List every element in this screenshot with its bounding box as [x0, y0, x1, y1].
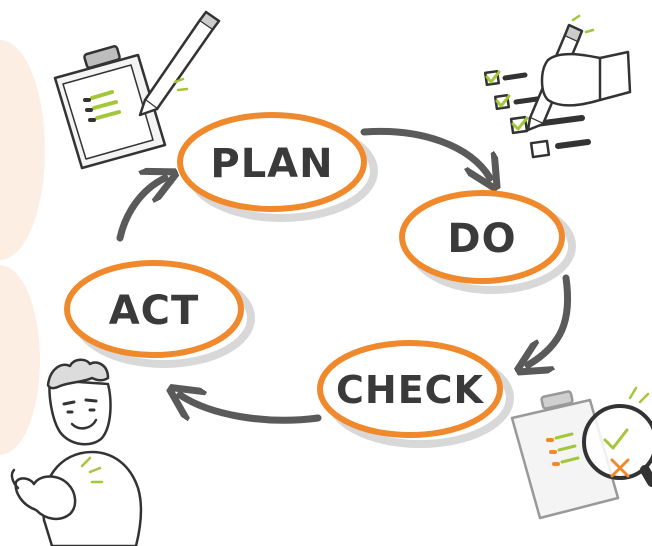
arrow-act-to-plan [116, 178, 165, 242]
stage-act: ACT [64, 260, 255, 368]
arrow-check-to-act [180, 395, 322, 424]
checklist-hand-icon [483, 14, 632, 159]
arrow-plan-to-do [360, 127, 490, 178]
stage-label-plan: PLAN [210, 141, 333, 187]
arrow-do-to-check [528, 274, 572, 365]
clipboard-pencil-icon [53, 10, 221, 170]
strongman-icon [10, 358, 143, 546]
stage-label-check: CHECK [336, 368, 485, 412]
magnifier-clipboard-icon [510, 386, 652, 520]
background-blush-bottom [0, 265, 40, 455]
stage-check: CHECK [317, 340, 514, 448]
background-blush-top [0, 40, 45, 260]
stage-do: DO [399, 190, 576, 294]
stage-label-do: DO [447, 216, 516, 262]
stage-plan: PLAN [177, 112, 378, 222]
stage-label-act: ACT [109, 288, 200, 334]
